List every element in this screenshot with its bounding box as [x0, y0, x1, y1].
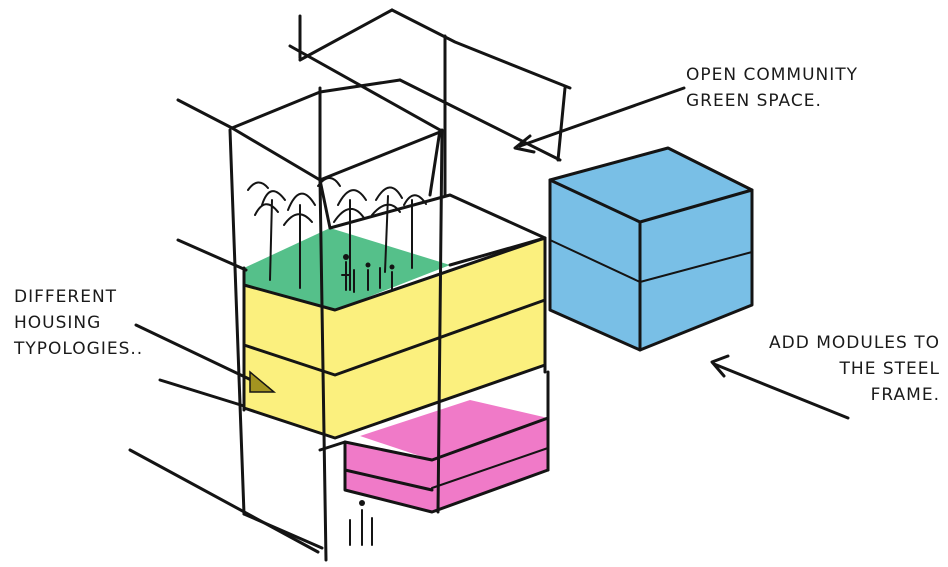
- housing-label-line-1: DIFFERENT: [14, 287, 118, 307]
- housing-label-line-2: HOUSING: [14, 313, 102, 333]
- people-figures: [341, 254, 395, 546]
- green-space-label-line-1: OPEN COMMUNITY: [686, 65, 859, 85]
- green-space-label-line-2: GREEN SPACE.: [686, 91, 822, 111]
- add-modules-label: ADD MODULES TO THE STEEL FRAME.: [769, 330, 940, 408]
- modules-label-line-3: FRAME.: [870, 385, 940, 405]
- front-steel-frame: [128, 126, 547, 562]
- modules-label-line-2: THE STEEL: [839, 359, 940, 379]
- roof-trees: [247, 177, 427, 291]
- blue-module-cube: [548, 146, 754, 352]
- housing-arrow-head: [249, 370, 277, 393]
- rear-steel-frame: [176, 8, 572, 197]
- housing-label-line-3: TYPOLOGIES..: [14, 339, 144, 359]
- modules-label-line-1: ADD MODULES TO: [769, 333, 940, 353]
- annotation-arrows: [134, 86, 850, 420]
- housing-typologies-label: DIFFERENT HOUSING TYPOLOGIES..: [14, 284, 143, 362]
- pink-housing-module: [343, 370, 550, 514]
- green-space-label: OPEN COMMUNITY GREEN SPACE.: [686, 62, 858, 114]
